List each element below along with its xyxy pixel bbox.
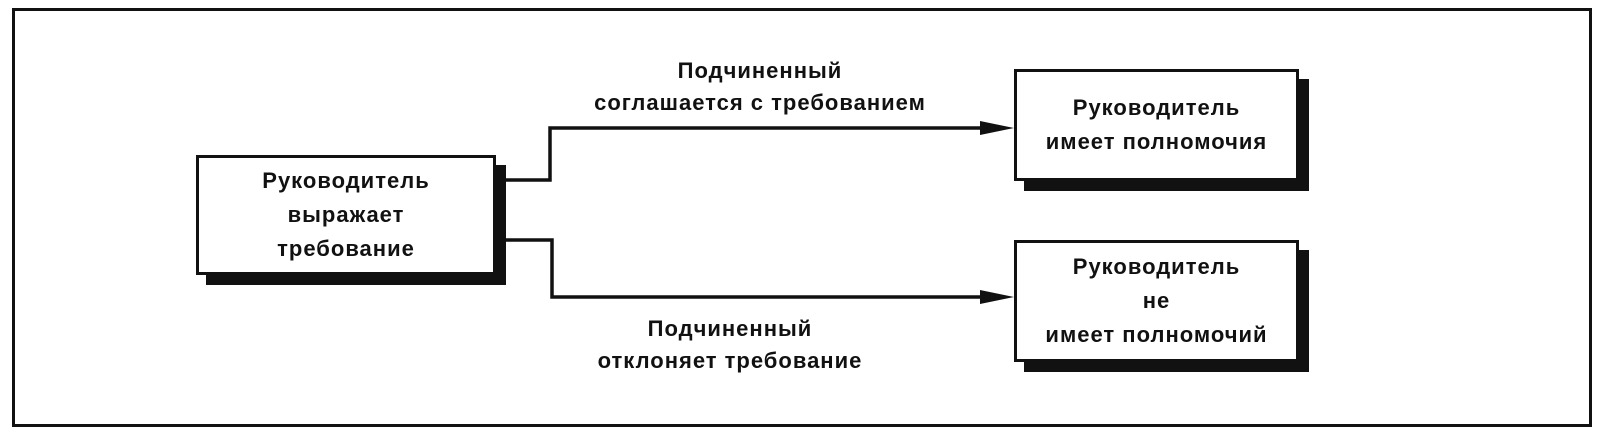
node-top-line-1: Руководитель bbox=[1072, 95, 1241, 120]
connector-reject bbox=[496, 238, 992, 299]
node-top-line-2: имеет полномочия bbox=[1045, 129, 1268, 154]
edge-label-accept: Подчиненный соглашается с требованием bbox=[530, 55, 990, 119]
node-bottom-line-3: имеет полномочий bbox=[1045, 322, 1268, 347]
node-source-line-2: выражает bbox=[287, 202, 405, 227]
node-source-line-3: требование bbox=[277, 236, 415, 261]
node-bottom-outcome: Руководитель не имеет полномочий bbox=[1014, 240, 1299, 362]
arrowhead-accept bbox=[980, 121, 1014, 135]
connector-accept bbox=[496, 126, 992, 182]
node-top-outcome: Руководитель имеет полномочия bbox=[1014, 69, 1299, 181]
edge-reject-line-2: отклоняет требование bbox=[597, 348, 863, 373]
node-source: Руководитель выражает требование bbox=[196, 155, 496, 275]
edge-reject-line-1: Подчиненный bbox=[647, 316, 813, 341]
diagram-frame bbox=[12, 8, 1592, 427]
edge-accept-line-1: Подчиненный bbox=[677, 58, 843, 83]
arrowhead-reject bbox=[980, 290, 1014, 304]
edge-accept-line-2: соглашается с требованием bbox=[594, 90, 926, 115]
node-bottom-line-1: Руководитель bbox=[1072, 254, 1241, 279]
edge-label-reject: Подчиненный отклоняет требование bbox=[500, 313, 960, 377]
node-source-line-1: Руководитель bbox=[262, 168, 430, 193]
node-bottom-line-2: не bbox=[1142, 288, 1171, 313]
